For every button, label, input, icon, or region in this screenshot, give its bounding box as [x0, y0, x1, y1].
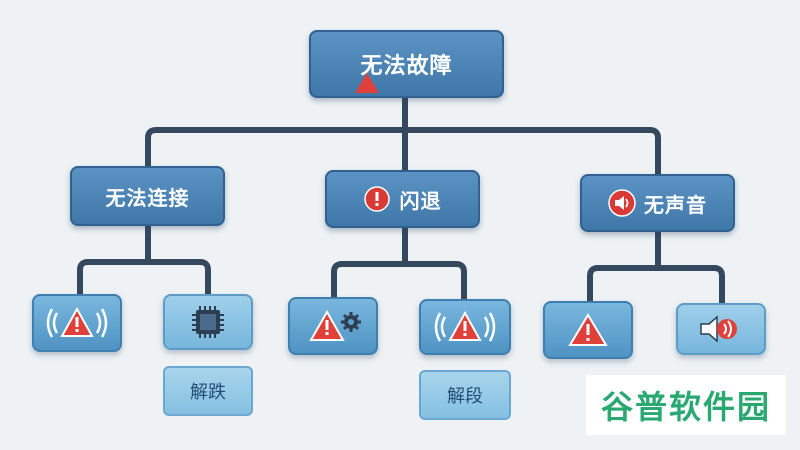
warning-icon [355, 73, 379, 93]
chip-icon [192, 306, 224, 338]
branch-node-no-sound: 无声音 [580, 174, 735, 232]
tag-text: 解段 [447, 386, 483, 407]
branch-node-crash: 闪退 [325, 170, 480, 228]
leaf-tag-label: 解跌 [163, 366, 253, 416]
leaf-tile-speaker [676, 303, 766, 355]
branch-label: 无声音 [644, 192, 707, 217]
warning-gear-icon [309, 309, 361, 341]
speaker-icon [700, 315, 737, 343]
warning-icon [568, 313, 608, 346]
root-label: 无法故障 [360, 54, 453, 79]
exclamation-icon [363, 186, 390, 212]
speaker-icon [608, 189, 636, 217]
leaf-tile-signal-warning-2 [419, 299, 511, 355]
leaf-tile-warning-gear [288, 297, 378, 355]
watermark-text: 谷普软件园 [600, 388, 771, 426]
leaf-tile-chip [163, 294, 253, 350]
signal-warning-icon [434, 310, 496, 342]
branch-node-no-connection: 无法连接 [70, 166, 225, 226]
leaf-tile-signal-warning [32, 294, 122, 352]
leaf-tag-label: 解段 [419, 370, 511, 420]
watermark-logo: 谷普软件园 [586, 375, 786, 435]
tag-text: 解跌 [190, 382, 226, 403]
branch-label: 闪退 [399, 188, 442, 213]
leaf-tile-warning [543, 301, 633, 359]
root-node: 无法故障 [309, 30, 504, 98]
branch-label: 无法连接 [105, 185, 190, 210]
signal-warning-icon [46, 306, 108, 338]
